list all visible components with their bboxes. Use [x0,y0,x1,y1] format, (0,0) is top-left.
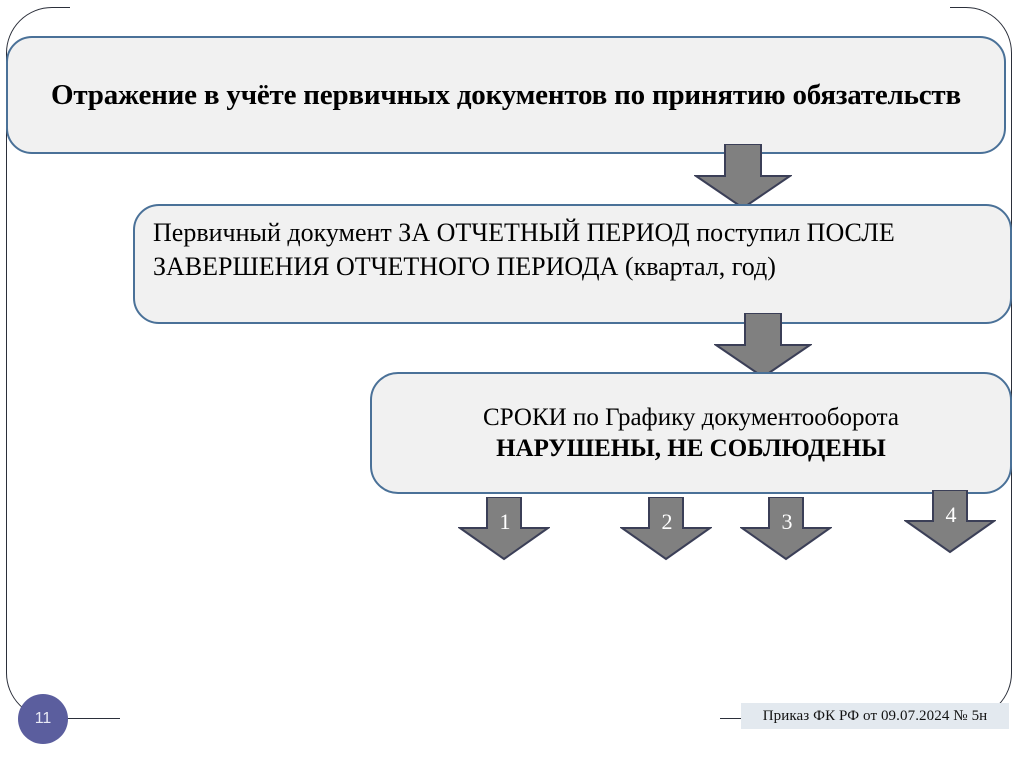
title-box: Отражение в учёте первичных документов п… [6,36,1006,154]
numbered-arrow-2: 2 [620,497,712,561]
connector-arrow-2 [714,313,812,379]
numbered-arrow-4-label: 4 [945,502,957,527]
reporting-period-text: Первичный документ ЗА ОТЧЕТНЫЙ ПЕРИОД по… [153,218,895,281]
page-title: Отражение в учёте первичных документов п… [51,78,961,111]
reporting-period-box: Первичный документ ЗА ОТЧЕТНЫЙ ПЕРИОД по… [133,204,1012,324]
deadlines-line-2: НАРУШЕНЫ, НЕ СОБЛЮДЕНЫ [496,435,886,462]
numbered-arrow-3: 3 [740,497,832,561]
numbered-arrow-3-label: 3 [781,509,793,534]
deadlines-line-1: СРОКИ по Графику документооборота [483,403,899,431]
numbered-arrow-1-label: 1 [499,509,511,534]
frame-gap-bottom [120,712,720,728]
deadlines-violated-box: СРОКИ по Графику документооборота НАРУШЕ… [370,372,1012,494]
numbered-arrow-1: 1 [458,497,550,561]
source-reference-note: Приказ ФК РФ от 09.07.2024 № 5н [741,703,1009,729]
frame-gap-top [70,0,950,14]
numbered-arrow-4: 4 [904,490,996,554]
connector-arrow-1 [694,144,792,210]
page-number-badge: 11 [18,694,68,744]
numbered-arrow-2-label: 2 [661,509,673,534]
